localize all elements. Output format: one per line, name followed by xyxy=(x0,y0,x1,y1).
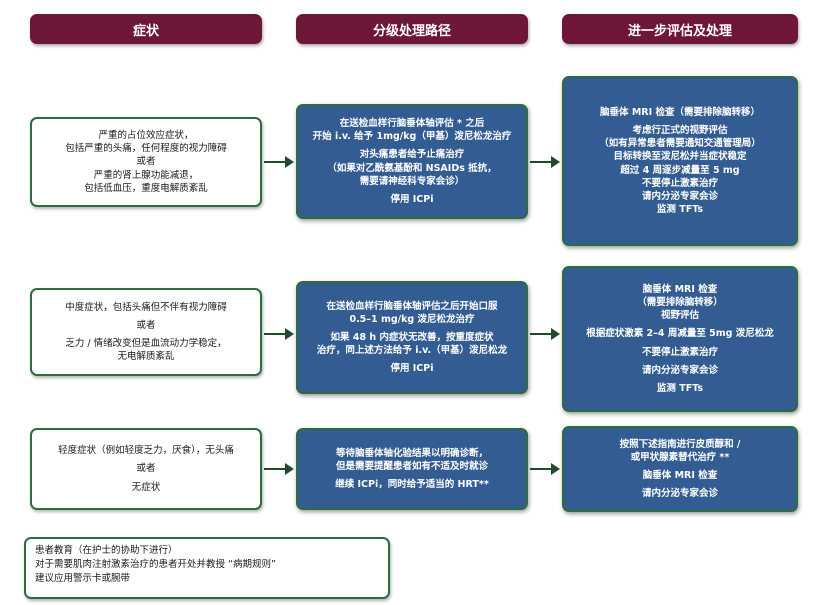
symptom-line: 无电解质紊乱 xyxy=(117,351,175,363)
further-line: 考虑行正式的视野评估 xyxy=(632,125,728,137)
symptom-line: 包括低血压，重度电解质紊乱 xyxy=(84,182,208,194)
further-line: 脑垂体 MRI 检查（需要排除脑转移） xyxy=(600,107,760,119)
arrow-right xyxy=(530,328,560,340)
further-line: 监测 TFTs xyxy=(656,382,704,394)
symptom-box-moderate: 中度症状，包括头痛但不伴有视力障碍 或者 乏力 / 情绪改变但是血流动力学稳定，… xyxy=(30,288,262,376)
symptom-line: 轻度症状（例如轻度乏力，厌食），无头痛 xyxy=(58,445,234,457)
further-line: （如有异常患者需要通知交通管理局） xyxy=(599,138,761,150)
symptom-line: 或者 xyxy=(136,319,156,331)
patient-education-box: 患者教育（在护士的协助下进行） 对于需要肌肉注射激素治疗的患者开处并教授 “病期… xyxy=(24,537,390,599)
treatment-line: 需要请神经科专家会诊） xyxy=(359,175,465,187)
arrow-right xyxy=(530,463,560,475)
further-line: （需要排除脑转移） xyxy=(637,297,723,309)
further-line: 不要停止激素治疗 xyxy=(641,177,718,189)
arrow-right xyxy=(264,156,294,168)
education-line: 建议应用警示卡或腕带 xyxy=(35,572,131,584)
further-line: 目标转换至泼尼松并当症状稳定 xyxy=(613,151,747,163)
further-line: 或甲状腺素替代治疗 ** xyxy=(630,451,730,463)
symptom-box-severe: 严重的占位效应症状， 包括严重的头痛，任何程度的视力障碍 或者 严重的肾上腺功能… xyxy=(30,117,262,207)
treatment-line: 对头痛患者给予止痛治疗 xyxy=(359,149,465,161)
symptom-line: 包括严重的头痛，任何程度的视力障碍 xyxy=(65,143,227,155)
treatment-box-mild: 等待脑垂体轴化验结果以明确诊断， 但是需要提醒患者如有不适及时就诊 继续 ICP… xyxy=(296,428,528,510)
symptom-box-mild: 轻度症状（例如轻度乏力，厌食），无头痛 或者 无症状 xyxy=(30,428,262,510)
symptom-line: 中度症状，包括头痛但不伴有视力障碍 xyxy=(65,301,227,313)
further-box-mild: 按照下述指南进行皮质醇和 / 或甲状腺素替代治疗 ** 脑垂体 MRI 检查 请… xyxy=(562,426,798,512)
treatment-line: 0.5–1 mg/kg 泼尼松龙治疗 xyxy=(349,313,475,325)
header-symptoms: 症状 xyxy=(30,14,262,44)
further-line: 请内分泌专家会诊 xyxy=(641,488,718,500)
education-line: 患者教育（在护士的协助下进行） xyxy=(35,545,178,556)
further-line: 脑垂体 MRI 检查 xyxy=(642,470,718,481)
treatment-line: （如果对乙酰氨基酚和 NSAIDs 抵抗， xyxy=(327,162,497,174)
treatment-line: 继续 ICPi，同时给予适当的 HRT** xyxy=(335,479,489,491)
treatment-box-moderate: 在送检血样行脑垂体轴评估之后开始口服 0.5–1 mg/kg 泼尼松龙治疗 如果… xyxy=(296,281,528,394)
further-box-severe: 脑垂体 MRI 检查（需要排除脑转移） 考虑行正式的视野评估 （如有异常患者需要… xyxy=(562,76,798,246)
symptom-line: 严重的占位效应症状， xyxy=(98,130,194,142)
treatment-line: 在送检血样行脑垂体轴评估之后开始口服 xyxy=(326,300,498,312)
arrow-right xyxy=(530,156,560,168)
treatment-line: 开始 i.v. 给予 1mg/kg（甲基）泼尼松龙治疗 xyxy=(312,131,512,143)
symptom-line: 或者 xyxy=(136,156,156,168)
further-line: 监测 TFTs xyxy=(656,203,704,215)
arrow-right xyxy=(264,463,294,475)
symptom-line: 严重的肾上腺功能减退， xyxy=(93,169,199,181)
further-line: 按照下述指南进行皮质醇和 / xyxy=(619,438,741,450)
treatment-line: 停用 ICPi xyxy=(390,363,434,375)
further-line: 请内分泌专家会诊 xyxy=(641,364,718,376)
treatment-line: 但是需要提醒患者如有不适及时就诊 xyxy=(335,460,488,472)
symptom-line: 无症状 xyxy=(131,481,161,493)
header-grading-pathway: 分级处理路径 xyxy=(296,14,528,44)
header-further-evaluation: 进一步评估及处理 xyxy=(562,14,798,44)
arrow-right xyxy=(264,328,294,340)
further-box-moderate: 脑垂体 MRI 检查 （需要排除脑转移） 视野评估 根据症状激素 2–4 周减量… xyxy=(562,266,798,412)
treatment-box-severe: 在送检血样行脑垂体轴评估 * 之后 开始 i.v. 给予 1mg/kg（甲基）泼… xyxy=(296,104,528,219)
symptom-line: 乏力 / 情绪改变但是血流动力学稳定， xyxy=(65,338,227,349)
education-line: 对于需要肌肉注射激素治疗的患者开处并教授 “病期规则” xyxy=(35,558,276,570)
further-line: 根据症状激素 2–4 周减量至 5mg 泼尼松龙 xyxy=(586,328,774,340)
treatment-line: 在送检血样行脑垂体轴评估 * 之后 xyxy=(339,118,485,130)
treatment-line: 等待脑垂体轴化验结果以明确诊断， xyxy=(335,447,488,459)
treatment-line: 停用 ICPi xyxy=(390,193,434,205)
further-line: 视野评估 xyxy=(660,310,699,322)
treatment-line: 如果 48 h 内症状无改善，按重度症状 xyxy=(330,331,494,343)
further-line: 超过 4 周逐步减量至 5 mg xyxy=(620,164,740,176)
further-line: 请内分泌专家会诊 xyxy=(641,190,718,202)
symptom-line: 或者 xyxy=(136,463,156,475)
further-line: 脑垂体 MRI 检查 xyxy=(642,284,718,296)
treatment-line: 治疗，同上述方法给予 i.v.（甲基）泼尼松龙 xyxy=(316,345,508,357)
further-line: 不要停止激素治疗 xyxy=(641,346,718,358)
